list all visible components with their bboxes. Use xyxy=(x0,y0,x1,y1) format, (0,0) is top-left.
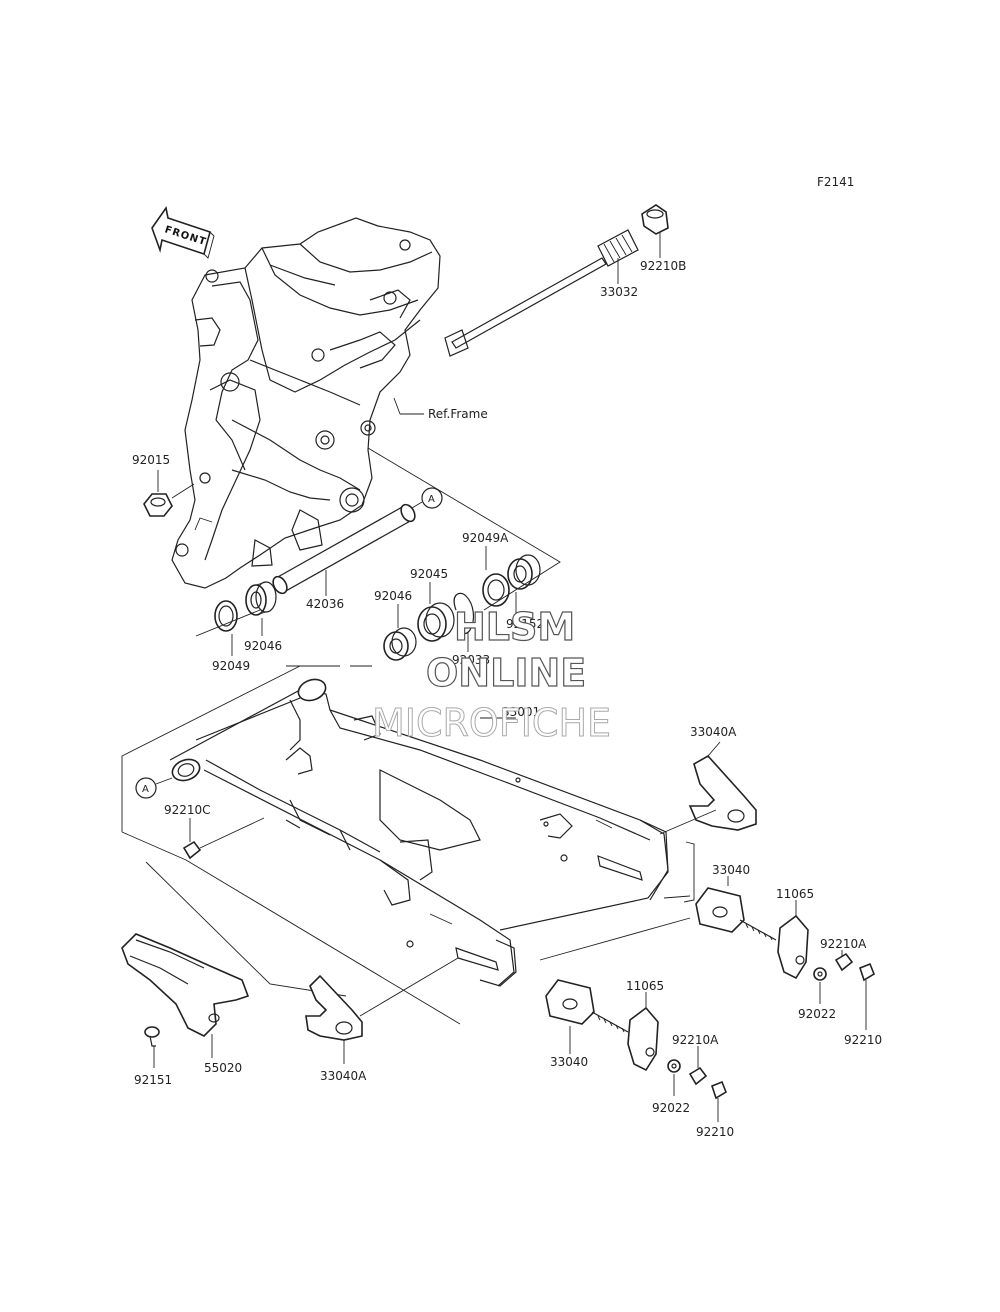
label-92022-right: 92022 xyxy=(798,1007,836,1021)
adjuster-33040A-bottom xyxy=(305,974,363,1041)
ref-frame-label: Ref.Frame xyxy=(428,407,488,421)
bolt-92151 xyxy=(144,1026,160,1047)
label-92210A-right: 92210A xyxy=(820,937,867,951)
cap-11065-right xyxy=(777,914,809,980)
label-33032: 33032 xyxy=(600,285,638,299)
label-92210A-mid: 92210A xyxy=(672,1033,719,1047)
label-92022-mid: 92022 xyxy=(652,1101,690,1115)
watermark-line1: HLSM xyxy=(454,605,575,649)
label-92210B: 92210B xyxy=(640,259,686,273)
label-92046-right: 92046 xyxy=(374,589,412,603)
pivot-shaft xyxy=(444,229,639,357)
label-55020: 55020 xyxy=(204,1061,242,1075)
circlip-92033 xyxy=(453,592,475,635)
seal-92049A xyxy=(482,573,510,607)
nut-92210C xyxy=(182,840,202,860)
label-92015: 92015 xyxy=(132,453,170,467)
adjuster-block-33040-mid xyxy=(545,979,629,1033)
label-92046-left: 92046 xyxy=(244,639,282,653)
label-33040A-bottom: 33040A xyxy=(320,1069,367,1083)
washer-92022-mid xyxy=(667,1059,681,1073)
nut-92210A-right xyxy=(834,952,854,972)
seal-92049 xyxy=(214,600,238,632)
label-92049A: 92049A xyxy=(462,531,509,545)
watermark-line2: ONLINE xyxy=(426,651,586,695)
nut-92210B xyxy=(641,204,669,235)
ref-circle-a-upper-label: A xyxy=(428,494,435,505)
label-92210-right: 92210 xyxy=(844,1033,882,1047)
label-92049: 92049 xyxy=(212,659,250,673)
label-92033: 92033 xyxy=(452,653,490,667)
label-42036: 42036 xyxy=(306,597,344,611)
front-arrow-icon: FRONT xyxy=(151,206,215,259)
ref-circle-a-lower xyxy=(135,777,157,799)
adjuster-block-33040-right xyxy=(695,887,777,941)
collar-92152 xyxy=(507,554,541,590)
label-33040-mid: 33040 xyxy=(550,1055,588,1069)
washer-92022-right xyxy=(813,967,827,981)
nut-92210A-mid xyxy=(688,1066,708,1086)
nut-92210-mid xyxy=(711,1080,727,1100)
frame-drawing xyxy=(171,217,441,589)
bearing-92046-right xyxy=(383,627,417,661)
ref-circle-a-lower-label: A xyxy=(142,784,149,795)
ref-circle-a-upper xyxy=(421,487,443,509)
label-92210-mid: 92210 xyxy=(696,1125,734,1139)
label-33040-right: 33040 xyxy=(712,863,750,877)
label-11065-mid: 11065 xyxy=(626,979,664,993)
watermark: HLSM ONLINE MICROFICHE xyxy=(372,604,612,745)
label-92151: 92151 xyxy=(134,1073,172,1087)
bearing-92045 xyxy=(417,602,455,642)
swingarm-33001 xyxy=(169,678,669,987)
watermark-line3: MICROFICHE xyxy=(372,701,611,745)
cap-11065-mid xyxy=(627,1006,659,1072)
nut-92210-right xyxy=(859,962,875,982)
label-33040A-top: 33040A xyxy=(690,725,737,739)
nut-92015 xyxy=(143,493,173,517)
adjuster-33040A-top xyxy=(688,754,757,831)
label-92210C: 92210C xyxy=(164,803,211,817)
sleeve-42036 xyxy=(272,503,416,595)
label-11065-right: 11065 xyxy=(776,887,814,901)
label-92045: 92045 xyxy=(410,567,448,581)
label-33001: 33001 xyxy=(502,705,540,719)
chain-guide-55020 xyxy=(121,933,250,1037)
label-92152: 92152 xyxy=(506,617,544,631)
diagram-code: F2141 xyxy=(817,175,854,189)
bearing-92046-left xyxy=(245,581,277,616)
